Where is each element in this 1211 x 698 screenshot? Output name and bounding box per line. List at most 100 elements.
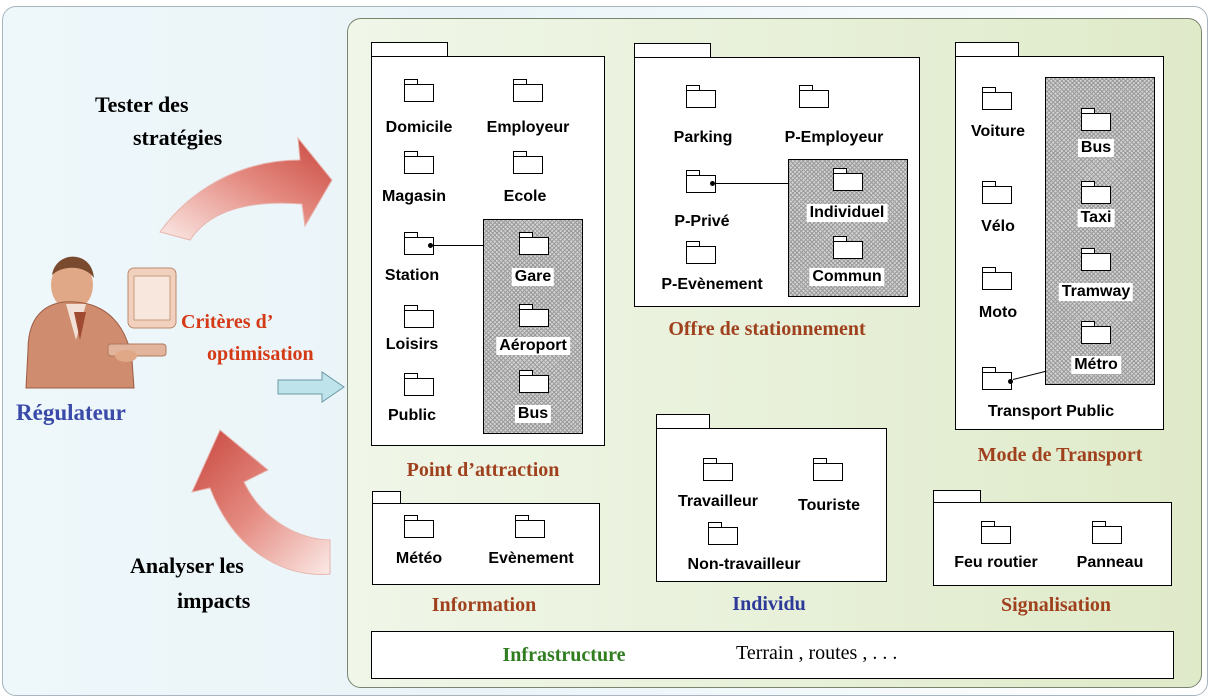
p-prive-subpackage: Individuel Commun [788, 159, 908, 297]
information-package-tab [372, 491, 401, 504]
parking-folder-icon [686, 85, 716, 108]
loisirs-label: Loisirs [385, 336, 439, 353]
bus-folder-icon [1081, 108, 1111, 131]
p-employeur-label: P-Employeur [784, 129, 884, 146]
p-prive-label: P-Privé [674, 213, 730, 230]
velo-label: Vélo [981, 218, 1015, 235]
moto-folder-icon [982, 267, 1012, 290]
evenement-folder-icon [515, 515, 545, 538]
analyse-impacts-line1: Analyser les [130, 553, 244, 578]
signalisation-package: Feu routier Panneau [933, 502, 1172, 586]
attraction-package-tab [371, 42, 448, 56]
bus-station-label: Bus [514, 405, 552, 423]
p-prive-folder-icon [686, 170, 716, 193]
bus-label: Bus [1077, 139, 1115, 157]
p-prive-connector-line [715, 183, 788, 184]
signalisation-title: Signalisation [1000, 594, 1112, 616]
station-connector-dot [428, 243, 433, 248]
employeur-folder-icon [513, 79, 543, 102]
aeroport-label: Aéroport [496, 337, 570, 355]
travailleur-folder-icon [703, 458, 733, 481]
ecole-folder-icon [513, 151, 543, 174]
employeur-label: Employeur [486, 119, 570, 136]
individuel-folder-icon [833, 168, 863, 191]
test-strategies-line1: Tester des [95, 92, 189, 117]
p-prive-connector-dot [710, 181, 715, 186]
bus-station-folder-icon [519, 370, 549, 393]
p-employeur-folder-icon [799, 85, 829, 108]
analyse-impacts-line2: impacts [177, 588, 251, 613]
touriste-label: Touriste [798, 497, 860, 514]
public-transport-subpackage: Bus Taxi Tramway Métro [1045, 77, 1155, 385]
information-title: Information [431, 594, 537, 616]
criteria-line1: Critères d’ [181, 311, 274, 333]
gare-folder-icon [519, 232, 549, 255]
magasin-label: Magasin [381, 188, 447, 205]
public-folder-icon [404, 373, 434, 396]
metro-folder-icon [1081, 321, 1111, 344]
tramway-folder-icon [1081, 248, 1111, 271]
transport-package: Voiture Vélo Moto Transport Public Bus T… [955, 56, 1164, 430]
station-subpackage: Gare Aéroport Bus [483, 219, 583, 434]
test-strategies-line2: stratégies [133, 125, 223, 150]
meteo-label: Météo [395, 550, 443, 567]
regulator-figure [25, 256, 177, 389]
criteria-arrow [277, 371, 345, 403]
feu-routier-folder-icon [981, 521, 1011, 544]
attraction-title: Point d’attraction [406, 459, 560, 481]
metro-label: Métro [1071, 356, 1121, 374]
parking-package: Parking P-Employeur P-Privé P-Evènement … [634, 57, 920, 307]
transport-public-connector-line [1012, 371, 1046, 380]
taxi-folder-icon [1081, 181, 1111, 204]
aeroport-folder-icon [519, 304, 549, 327]
public-label: Public [387, 407, 437, 424]
commun-folder-icon [833, 236, 863, 259]
individu-package: Travailleur Touriste Non-travailleur [656, 428, 887, 582]
signalisation-package-tab [933, 490, 981, 503]
transport-public-folder-icon [982, 367, 1012, 390]
regulator-label: Régulateur [16, 400, 126, 425]
travailleur-label: Travailleur [677, 493, 759, 510]
domicile-label: Domicile [385, 119, 453, 136]
transport-public-connector-dot [1008, 379, 1013, 384]
loisirs-folder-icon [404, 305, 434, 328]
taxi-label: Taxi [1077, 209, 1115, 227]
infrastructure-package: Infrastructure Terrain , routes , . . . [371, 631, 1174, 679]
voiture-folder-icon [982, 87, 1012, 110]
parking-package-tab [634, 43, 711, 57]
magasin-folder-icon [404, 151, 434, 174]
evenement-label: Evènement [488, 550, 574, 567]
non-travailleur-folder-icon [708, 522, 738, 545]
station-connector-line [433, 245, 483, 246]
information-package: Météo Evènement [372, 503, 600, 585]
transport-title: Mode de Transport [977, 444, 1143, 466]
non-travailleur-label: Non-travailleur [687, 556, 801, 573]
gare-label: Gare [511, 268, 555, 286]
meteo-folder-icon [404, 515, 434, 538]
touriste-folder-icon [813, 458, 843, 481]
transport-package-tab [955, 42, 1019, 56]
test-strategies-arrow [159, 136, 333, 241]
parking-label: Parking [673, 129, 733, 146]
parking-title: Offre de stationnement [668, 318, 866, 340]
analyse-impacts-arrow [191, 429, 331, 575]
individu-package-tab [656, 414, 710, 428]
commun-label: Commun [809, 268, 885, 286]
infrastructure-title: Infrastructure [502, 644, 626, 666]
station-folder-icon [404, 232, 434, 255]
ecole-label: Ecole [503, 188, 547, 205]
moto-label: Moto [978, 304, 1018, 321]
voiture-label: Voiture [971, 123, 1025, 140]
velo-folder-icon [982, 181, 1012, 204]
infrastructure-text: Terrain , routes , . . . [736, 642, 898, 664]
criteria-line2: optimisation [207, 343, 314, 365]
station-label: Station [384, 267, 440, 284]
individuel-label: Individuel [806, 204, 888, 222]
feu-routier-label: Feu routier [954, 554, 1038, 571]
p-evenement-label: P-Evènement [661, 276, 763, 293]
panneau-folder-icon [1092, 521, 1122, 544]
p-evenement-folder-icon [686, 241, 716, 264]
attraction-package: Domicile Employeur Magasin Ecole Station… [371, 56, 605, 446]
panneau-label: Panneau [1076, 554, 1144, 571]
